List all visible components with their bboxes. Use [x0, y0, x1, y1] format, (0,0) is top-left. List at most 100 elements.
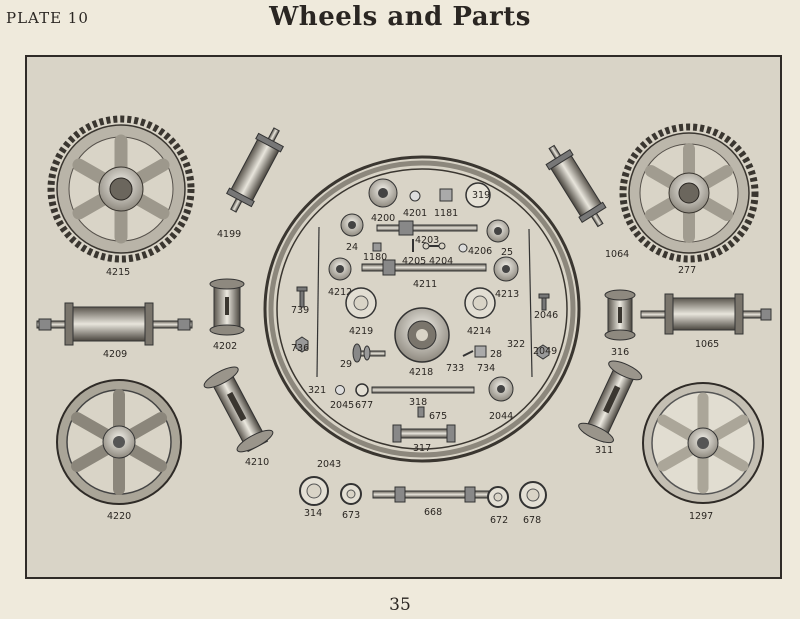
label-316: 316 — [611, 347, 629, 358]
label-1064: 1064 — [605, 249, 629, 260]
plate-label: PLATE 10 — [6, 9, 89, 27]
parts-illustration: 4215 277 4199 1064 — [36, 115, 772, 526]
label-314: 314 — [304, 508, 322, 519]
label-28: 28 — [490, 349, 502, 360]
hub-shell-4202-icon — [209, 278, 245, 336]
washer-677-icon — [355, 383, 369, 397]
label-675: 675 — [429, 411, 447, 422]
label-318: 318 — [409, 397, 427, 408]
sprocket-4215-icon — [47, 115, 195, 263]
cone-24-icon — [340, 213, 364, 237]
label-4202: 4202 — [213, 341, 237, 352]
hub-4199-icon — [226, 127, 284, 213]
cone-4213-icon — [493, 256, 519, 282]
label-2049: 2049 — [533, 346, 557, 357]
nut-2049-icon — [536, 344, 550, 360]
label-4200: 4200 — [371, 213, 395, 224]
sprocket-277-icon — [619, 123, 759, 263]
label-668: 668 — [424, 507, 442, 518]
label-311: 311 — [595, 445, 613, 456]
label-277: 277 — [678, 265, 696, 276]
ring-678-icon — [519, 481, 547, 509]
shell-317-icon — [392, 424, 456, 443]
label-4220: 4220 — [107, 511, 131, 522]
label-678: 678 — [523, 515, 541, 526]
bolt-2046-icon — [538, 293, 550, 311]
label-4214: 4214 — [467, 326, 491, 337]
coaster-hub-4210-icon — [203, 366, 274, 453]
label-4218: 4218 — [409, 367, 433, 378]
washer-4214-icon — [464, 287, 496, 319]
ball-4206-icon — [458, 243, 468, 253]
label-739: 739 — [291, 305, 309, 316]
bolt-739-icon — [296, 286, 308, 308]
link-733-icon — [462, 350, 474, 357]
label-733: 733 — [446, 363, 464, 374]
label-4213: 4213 — [495, 289, 519, 300]
label-317: 317 — [413, 443, 431, 454]
label-672: 672 — [490, 515, 508, 526]
label-2043: 2043 — [317, 459, 341, 470]
cone-25-icon — [486, 219, 510, 243]
hub-shell-316-icon — [604, 289, 636, 341]
label-2044: 2044 — [489, 411, 513, 422]
coaster-hub-311-icon — [578, 360, 643, 444]
label-4212: 4212 — [328, 287, 352, 298]
label-25: 25 — [501, 247, 513, 258]
nut-1181-icon — [439, 188, 453, 202]
axle-318-icon — [371, 386, 475, 394]
spoke-right-icon — [528, 228, 533, 378]
label-29: 29 — [340, 359, 352, 370]
axle-668-icon — [372, 486, 496, 503]
cone-2044-icon — [488, 376, 514, 402]
label-2046: 2046 — [534, 310, 558, 321]
clip-28-icon — [474, 345, 487, 358]
hub-1065-icon — [640, 293, 772, 335]
label-734: 734 — [477, 363, 495, 374]
pin-675-icon — [417, 406, 425, 418]
label-4219: 4219 — [349, 326, 373, 337]
ring-314-icon — [299, 476, 329, 506]
label-1065: 1065 — [695, 339, 719, 350]
washer-4219-icon — [345, 287, 377, 319]
label-1297: 1297 — [689, 511, 713, 522]
label-4206: 4206 — [468, 246, 492, 257]
cone-4200-icon — [368, 178, 398, 208]
nut-736-icon — [295, 336, 309, 353]
label-736: 736 — [291, 343, 309, 354]
link-4204-icon — [422, 242, 446, 250]
page-title: Wheels and Parts — [269, 2, 531, 32]
label-4201: 4201 — [403, 208, 427, 219]
label-677: 677 — [355, 400, 373, 411]
label-4211: 4211 — [413, 279, 437, 290]
label-321: 321 — [308, 385, 326, 396]
rim-2043-icon — [263, 155, 581, 463]
label-319: 319 — [472, 190, 490, 201]
label-24: 24 — [346, 242, 358, 253]
washer-672-icon — [487, 486, 509, 508]
label-4210: 4210 — [245, 457, 269, 468]
label-1181: 1181 — [434, 208, 458, 219]
ball-2045-icon — [335, 385, 345, 395]
label-4204: 4204 — [429, 256, 453, 267]
axle-4211-icon — [361, 259, 487, 276]
bolt-29-icon — [352, 343, 386, 363]
hub-4209-icon — [36, 302, 193, 346]
ball-4201-icon — [409, 190, 421, 202]
wheel-1297-icon — [642, 382, 764, 504]
label-1180: 1180 — [363, 252, 387, 263]
label-2045: 2045 — [330, 400, 354, 411]
label-4215: 4215 — [106, 267, 130, 278]
brake-drum-4218-icon — [394, 307, 450, 363]
washer-673-icon — [340, 483, 362, 505]
wheel-4220-icon — [56, 379, 182, 505]
nut-1180-icon — [372, 242, 382, 252]
label-4199: 4199 — [217, 229, 241, 240]
cone-4212-icon — [328, 257, 352, 281]
label-4205: 4205 — [402, 256, 426, 267]
label-322: 322 — [507, 339, 525, 350]
label-673: 673 — [342, 510, 360, 521]
washer-319-icon — [465, 182, 491, 208]
page-number: 35 — [389, 595, 411, 615]
hub-1064-icon — [545, 144, 607, 228]
